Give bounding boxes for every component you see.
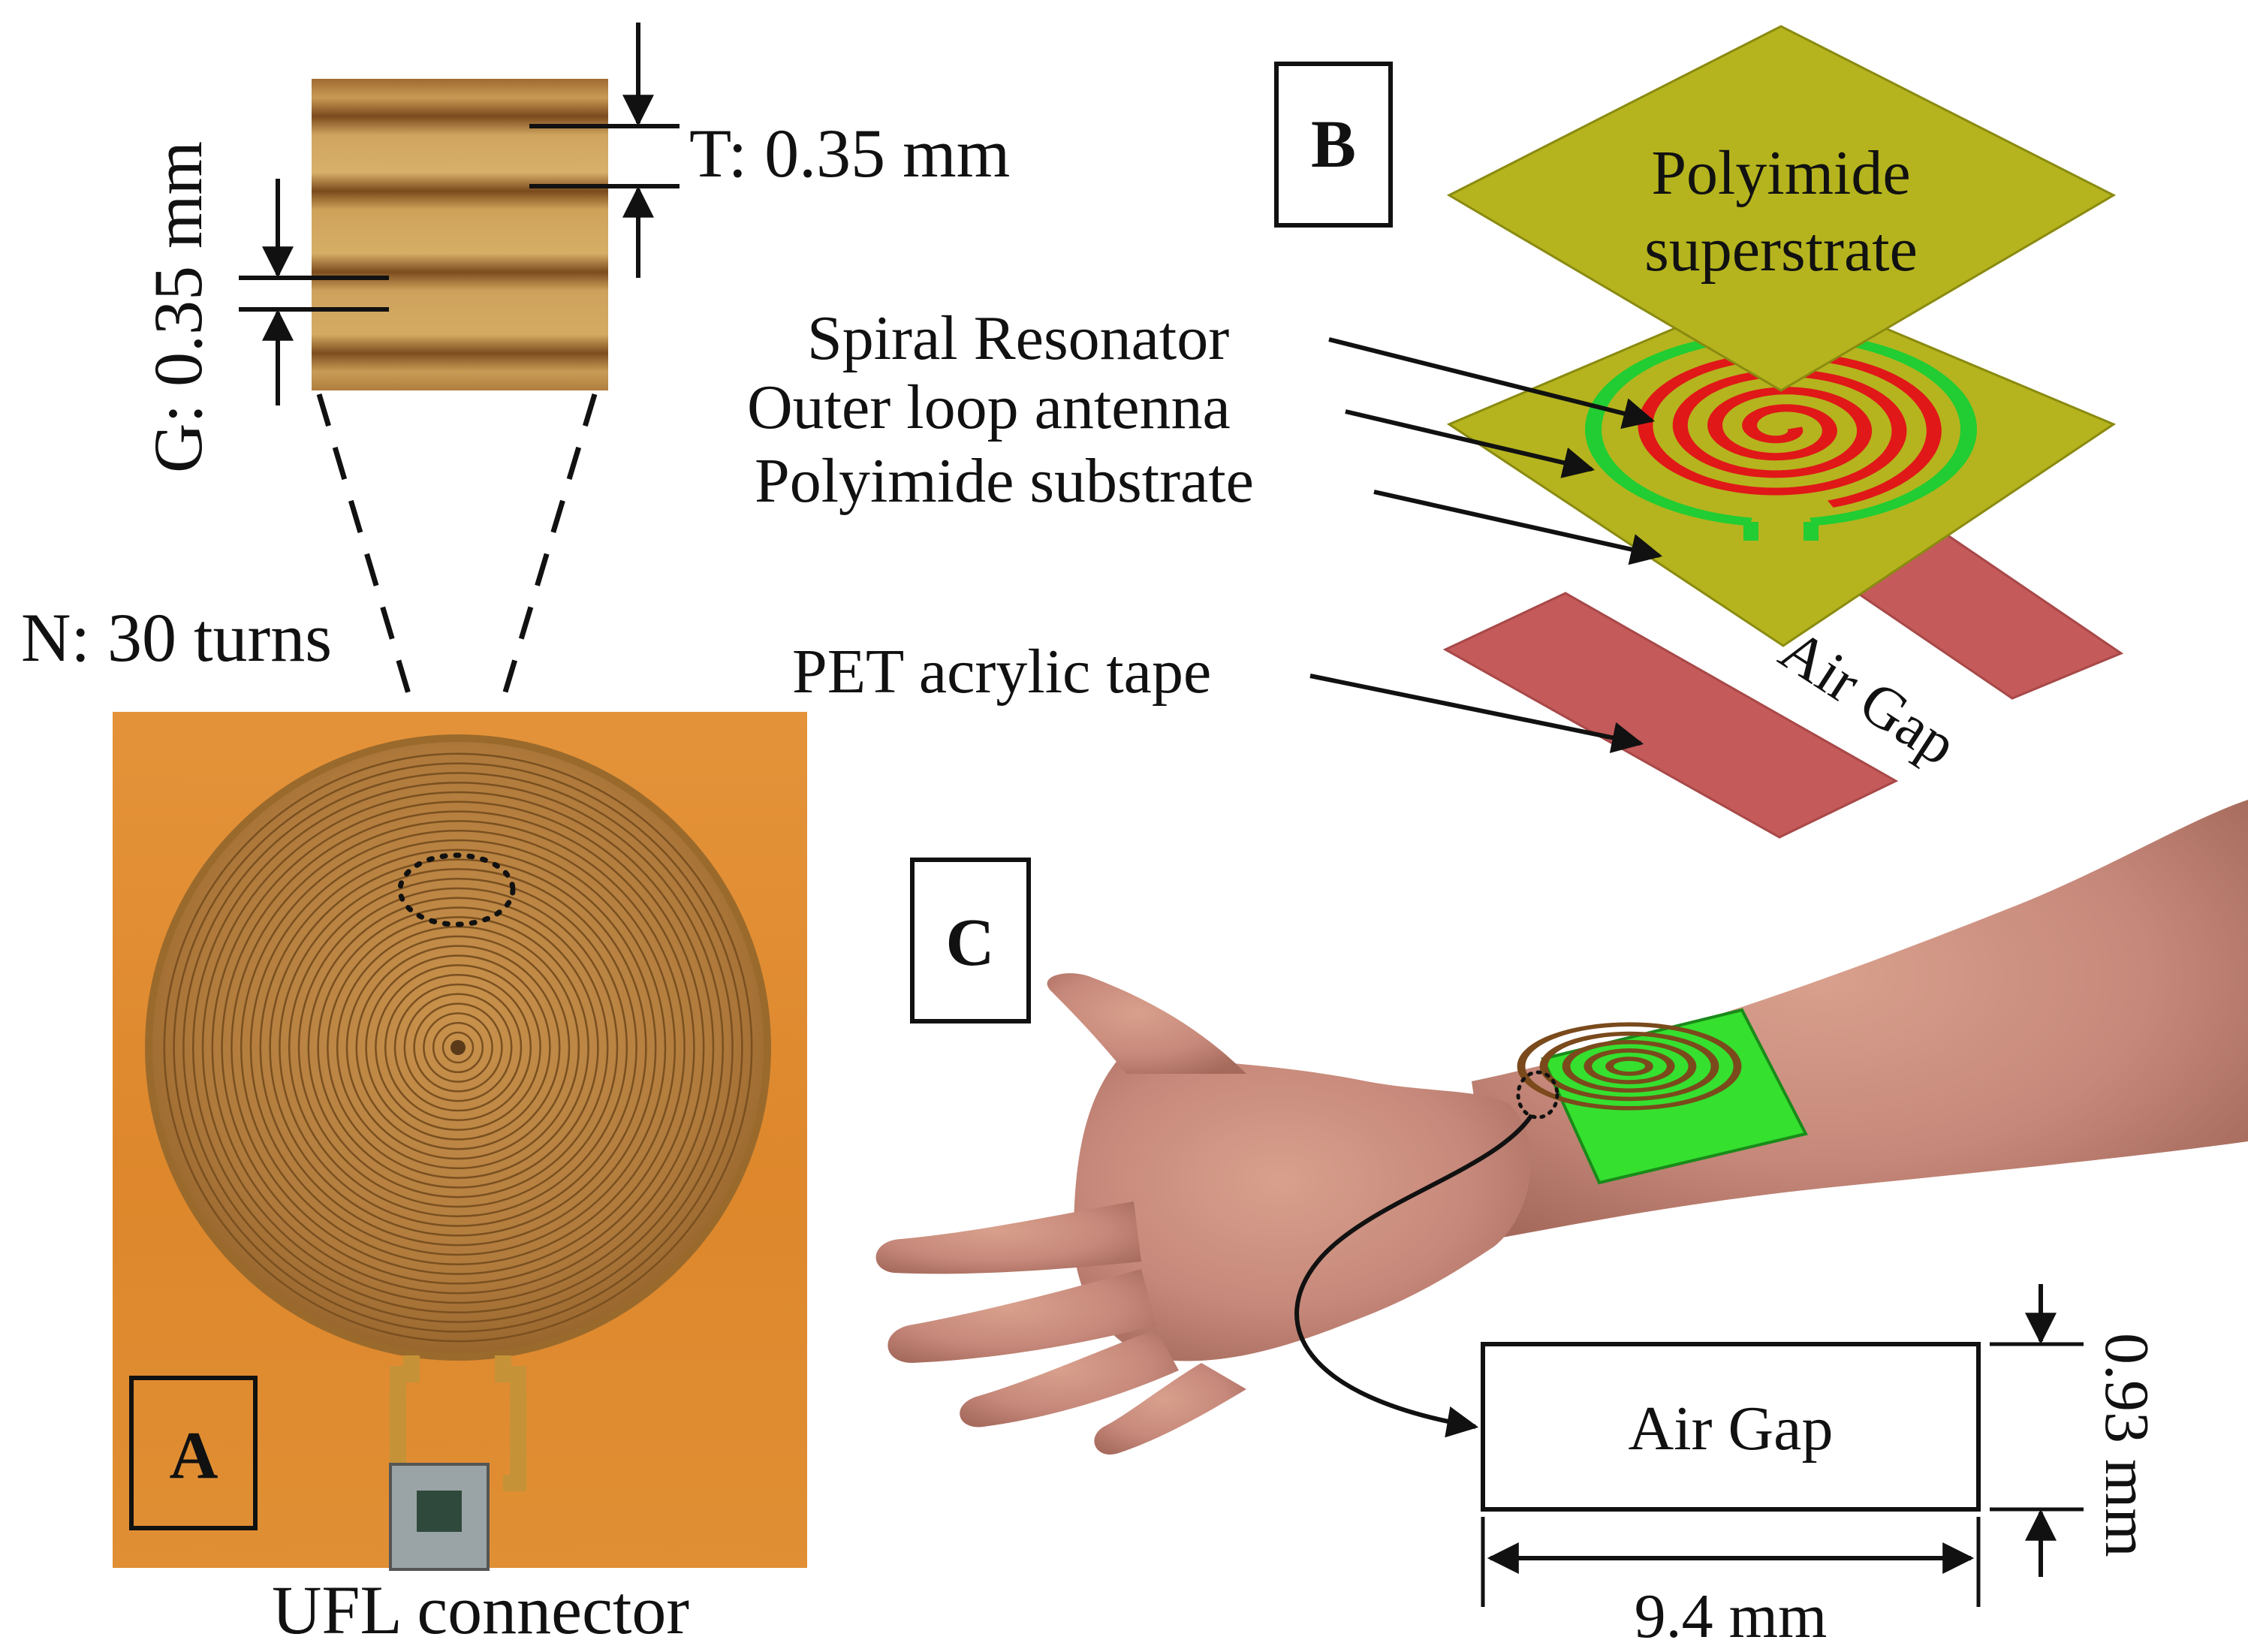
panel-b-label-box <box>1274 62 1393 228</box>
outer-loop-label: Outer loop antenna <box>747 372 1231 442</box>
coil-ring <box>163 752 753 1343</box>
coil-ring <box>231 820 686 1275</box>
palm <box>1074 1059 1531 1361</box>
coil-center <box>451 1040 466 1055</box>
panel-c-label-box <box>910 858 1031 1023</box>
coil-ring <box>375 964 541 1131</box>
coil-ring <box>211 800 705 1295</box>
coil-ring <box>441 1031 475 1064</box>
coil-ring <box>182 772 734 1323</box>
air-gap-box <box>1481 1342 1981 1512</box>
substrate-arrow <box>1373 490 1663 565</box>
coil-ring <box>297 887 619 1208</box>
tape-arrow <box>1309 674 1644 753</box>
coil-ring <box>221 810 695 1285</box>
tape-label: PET acrylic tape <box>792 637 1211 707</box>
coil-ring <box>269 858 647 1237</box>
detail-curved-arrow <box>1294 1114 1534 1438</box>
coil-ring <box>201 791 715 1304</box>
trace-zoom-inset <box>312 79 608 390</box>
coil-ring <box>355 945 561 1150</box>
little-finger <box>1094 1363 1246 1455</box>
coil-ring <box>327 916 589 1179</box>
pet-tape-left <box>1442 592 1899 839</box>
coil-ring <box>413 1002 503 1093</box>
middle-finger <box>887 1269 1156 1363</box>
coil-ring <box>240 829 677 1266</box>
coil-ring <box>259 849 657 1247</box>
panel-c-label: C <box>946 906 995 980</box>
air-gap-box-label: Air Gap <box>1629 1394 1834 1464</box>
coil-ring <box>423 1012 493 1083</box>
coil-ring <box>345 935 571 1160</box>
thumb <box>1047 973 1246 1074</box>
zoom-region-ellipse <box>397 852 516 927</box>
thickness-label: T: 0.35 mm <box>689 115 1010 191</box>
coil-ring <box>288 877 628 1218</box>
panel-b-label: B <box>1311 107 1356 182</box>
coil-ring <box>317 906 599 1189</box>
ufl-connector <box>389 1463 490 1571</box>
polyimide-substrate <box>1446 282 2117 647</box>
ufl-connector-chip <box>417 1491 462 1532</box>
panel-a-label-box <box>129 1376 258 1530</box>
spiral-resonator-arrow <box>1328 337 1656 430</box>
panel-a-label: A <box>170 1418 218 1493</box>
index-finger <box>875 1201 1141 1274</box>
ring-finger <box>960 1329 1179 1427</box>
superstrate-label-line2: superstrate <box>1644 215 1918 285</box>
forearm <box>1472 800 2248 1239</box>
connector-label: UFL connector <box>272 1572 689 1648</box>
coil-ring <box>384 973 532 1122</box>
coil-ring <box>191 781 725 1314</box>
spiral-resonator-label: Spiral Resonator <box>807 303 1229 373</box>
panel-a: T: 0.35 mm G: 0.35 mm N: 30 turns A UFL … <box>21 23 1010 1648</box>
coil-ring <box>249 839 667 1256</box>
turns-label: N: 30 turns <box>21 599 332 676</box>
height-label: 0.93 mm <box>2092 1333 2162 1557</box>
superstrate-label-line1: Polyimide <box>1651 138 1910 208</box>
panel-c: C Air Gap 0.93 mm <box>875 800 2248 1651</box>
panel-b: B Polyimide superstrate Spiral Resonator… <box>747 25 2124 839</box>
coil-ring <box>279 868 637 1227</box>
coil-ring <box>432 1021 484 1074</box>
outer-loop-arrow <box>1345 409 1596 478</box>
coil-spiral-rings <box>163 752 753 1343</box>
gap-label: G: 0.35 mm <box>140 141 216 473</box>
sensor-spiral-on-wrist <box>1517 1022 1742 1111</box>
coil-ring <box>173 762 743 1333</box>
substrate-label: Polyimide substrate <box>755 446 1254 516</box>
coil-ring <box>365 954 551 1141</box>
coil-ring <box>403 993 513 1102</box>
coil-ring <box>307 897 609 1198</box>
coil-ring <box>393 983 523 1112</box>
width-label: 9.4 mm <box>1635 1581 1828 1651</box>
wrist-detail-ellipse <box>1516 1070 1559 1120</box>
polyimide-superstrate <box>1446 25 2117 392</box>
arm-model <box>875 800 2248 1455</box>
